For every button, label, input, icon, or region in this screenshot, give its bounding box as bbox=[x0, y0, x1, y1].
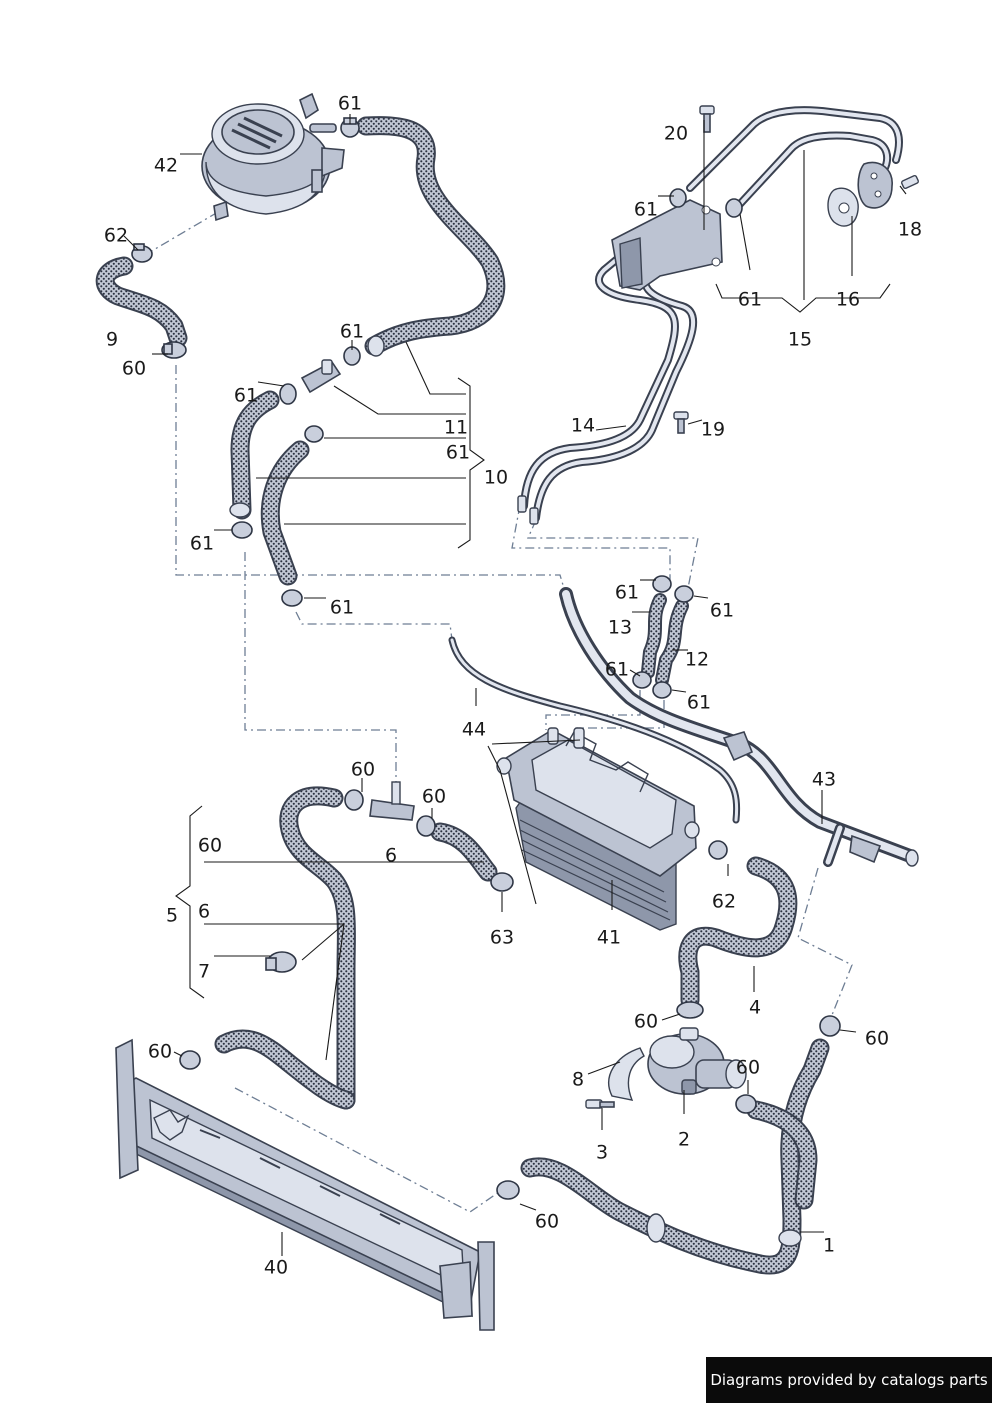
callout-61: 61 bbox=[710, 600, 734, 622]
clamp-63 bbox=[490, 872, 514, 892]
callout-11: 11 bbox=[444, 417, 468, 439]
callout-60: 60 bbox=[122, 358, 146, 380]
clamp-60-6a bbox=[344, 789, 364, 811]
callout-9: 9 bbox=[106, 329, 118, 351]
clamp-61-10e bbox=[281, 589, 303, 607]
callout-4: 4 bbox=[749, 997, 761, 1019]
leader-lines bbox=[123, 114, 907, 1256]
callout-41: 41 bbox=[597, 927, 621, 949]
clamp-7 bbox=[265, 951, 297, 973]
callout-43: 43 bbox=[812, 769, 836, 791]
water-pump bbox=[647, 1027, 747, 1095]
callout-42: 42 bbox=[154, 155, 178, 177]
clamp-60-bottom bbox=[496, 1180, 520, 1200]
callout-60: 60 bbox=[865, 1028, 889, 1050]
callout-6: 6 bbox=[198, 901, 210, 923]
callout-60: 60 bbox=[634, 1011, 658, 1033]
callout-14: 14 bbox=[571, 415, 595, 437]
clamp-60-left bbox=[161, 341, 187, 359]
clamp-61-10c bbox=[304, 425, 324, 443]
callout-18: 18 bbox=[898, 219, 922, 241]
clamp-60-6b bbox=[416, 815, 436, 837]
callout-60: 60 bbox=[198, 835, 222, 857]
callout-12: 12 bbox=[685, 649, 709, 671]
callout-62: 62 bbox=[104, 225, 128, 247]
callout-10: 10 bbox=[484, 467, 508, 489]
callout-16: 16 bbox=[836, 289, 860, 311]
callout-60: 60 bbox=[736, 1057, 760, 1079]
callout-60: 60 bbox=[351, 759, 375, 781]
clamp-60-radiator bbox=[179, 1050, 201, 1070]
callout-61: 61 bbox=[738, 289, 762, 311]
callout-1: 1 bbox=[823, 1235, 835, 1257]
callout-labels: 42 61 62 9 60 20 61 18 61 16 15 61 61 11… bbox=[104, 93, 922, 1279]
callout-20: 20 bbox=[664, 123, 688, 145]
heat-exchanger bbox=[496, 727, 700, 931]
callout-62: 62 bbox=[712, 891, 736, 913]
callout-40: 40 bbox=[264, 1257, 288, 1279]
callout-19: 19 bbox=[701, 419, 725, 441]
metal-pipes bbox=[448, 106, 919, 867]
clamp-61-12c bbox=[632, 671, 652, 689]
callout-3: 3 bbox=[596, 1142, 608, 1164]
clamp-61-12a bbox=[652, 575, 672, 593]
clamp-61-15a bbox=[669, 188, 687, 208]
callout-44: 44 bbox=[462, 719, 486, 741]
callout-7: 7 bbox=[198, 961, 210, 983]
clamp-61-15b bbox=[725, 198, 743, 218]
callout-6: 6 bbox=[385, 845, 397, 867]
radiator bbox=[115, 1038, 495, 1331]
callout-61: 61 bbox=[605, 659, 629, 681]
brackets-and-fittings bbox=[300, 105, 919, 1109]
callout-15: 15 bbox=[788, 329, 812, 351]
clamp-61-10d bbox=[231, 521, 253, 539]
callout-8: 8 bbox=[572, 1069, 584, 1091]
credit-banner: Diagrams provided by catalogs parts bbox=[706, 1357, 992, 1403]
clamp-61-12b bbox=[674, 585, 694, 603]
callout-63: 63 bbox=[490, 927, 514, 949]
callout-61: 61 bbox=[340, 321, 364, 343]
callout-61: 61 bbox=[615, 582, 639, 604]
callout-61: 61 bbox=[190, 533, 214, 555]
callout-13: 13 bbox=[608, 617, 632, 639]
callout-5: 5 bbox=[166, 905, 178, 927]
clamp-60-right bbox=[819, 1015, 841, 1037]
clamp-61-12d bbox=[652, 681, 672, 699]
callout-61: 61 bbox=[330, 597, 354, 619]
callout-61: 61 bbox=[446, 442, 470, 464]
coolant-hoses bbox=[95, 116, 830, 1275]
callout-61: 61 bbox=[338, 93, 362, 115]
callout-61: 61 bbox=[234, 385, 258, 407]
callout-60: 60 bbox=[148, 1041, 172, 1063]
clamp-61-10b bbox=[279, 383, 297, 405]
expansion-tank bbox=[201, 92, 345, 222]
callout-60: 60 bbox=[422, 786, 446, 808]
clamp-60-pump-out bbox=[735, 1094, 757, 1114]
clamp-62-right bbox=[708, 840, 728, 860]
callout-2: 2 bbox=[678, 1129, 690, 1151]
hose-clamps bbox=[131, 117, 841, 1200]
callout-61: 61 bbox=[634, 199, 658, 221]
clamp-62-left bbox=[131, 243, 153, 263]
callout-61: 61 bbox=[687, 692, 711, 714]
clamp-60-pump bbox=[676, 1001, 704, 1019]
callout-60: 60 bbox=[535, 1211, 559, 1233]
